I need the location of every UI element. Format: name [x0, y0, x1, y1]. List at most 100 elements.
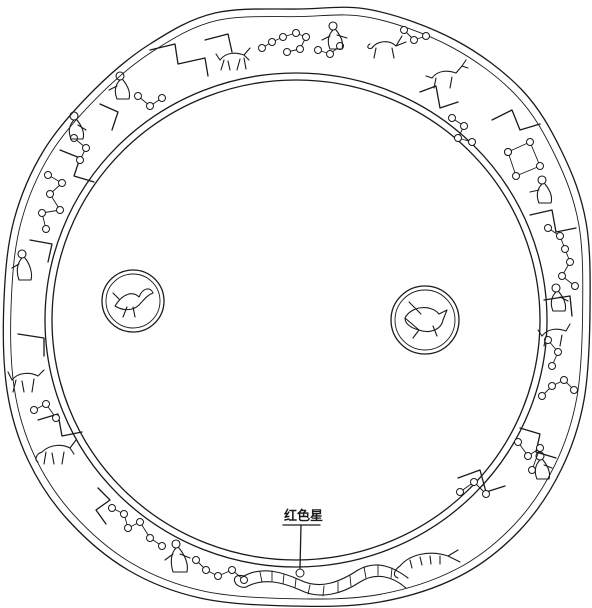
constellation-left-a	[39, 172, 66, 233]
constellation-upper-right-a	[449, 115, 476, 146]
annotation-label: 红色星	[284, 508, 323, 524]
toad-figure	[405, 302, 447, 338]
dragon-figure	[234, 565, 408, 596]
star	[31, 407, 38, 414]
star	[527, 139, 534, 146]
star	[461, 123, 468, 130]
star	[215, 573, 222, 580]
partition	[492, 110, 540, 130]
star	[241, 577, 248, 584]
star	[71, 135, 78, 142]
inner-ring-outer-line	[45, 73, 547, 567]
star	[469, 139, 476, 146]
dragon-scales	[260, 565, 392, 596]
star	[513, 173, 520, 180]
sun-disc	[102, 270, 164, 332]
star	[77, 157, 84, 164]
constellation-right-a	[545, 225, 579, 290]
star	[515, 439, 522, 446]
partition	[30, 240, 52, 262]
inner-ring	[45, 73, 547, 567]
partition	[530, 210, 576, 232]
star	[505, 149, 512, 156]
partition	[18, 334, 44, 356]
constellation-lower-right	[515, 439, 544, 474]
star	[411, 37, 418, 44]
constellation-line	[542, 380, 574, 396]
star	[43, 401, 50, 408]
partition	[60, 150, 94, 182]
constellation-right-b	[545, 337, 562, 370]
star	[125, 525, 132, 532]
golden-crow-figure	[113, 289, 153, 317]
star	[549, 363, 556, 370]
star	[121, 511, 128, 518]
human-figure	[165, 540, 190, 572]
partition	[38, 414, 82, 436]
star	[297, 46, 304, 53]
star	[293, 30, 300, 37]
star	[483, 491, 490, 498]
star	[109, 505, 116, 512]
star	[457, 489, 464, 496]
constellation-top	[259, 30, 310, 56]
star	[572, 283, 579, 290]
star	[57, 207, 64, 214]
star	[423, 33, 430, 40]
constellation-right-c	[539, 377, 578, 400]
constellation-upper-left	[135, 93, 166, 110]
constellation-line	[508, 142, 540, 176]
human-figure	[530, 176, 552, 203]
star	[401, 27, 408, 34]
star	[545, 225, 552, 232]
partition	[100, 104, 118, 130]
star	[59, 180, 66, 187]
deer-figure	[426, 60, 468, 88]
star	[471, 479, 478, 486]
star	[280, 34, 287, 41]
star	[537, 445, 544, 452]
star	[557, 233, 564, 240]
rabbit-figure	[368, 36, 406, 58]
star	[549, 383, 556, 390]
star	[455, 135, 462, 142]
partition	[205, 34, 232, 52]
star	[147, 103, 154, 110]
star	[159, 543, 166, 550]
star	[53, 415, 60, 422]
partition	[96, 488, 110, 524]
moon-disc	[391, 286, 459, 354]
horse-figure	[36, 440, 76, 464]
star	[229, 567, 236, 574]
star	[525, 453, 532, 460]
star	[39, 210, 46, 217]
star	[315, 47, 322, 54]
star	[529, 467, 536, 474]
star	[559, 273, 566, 280]
star	[83, 145, 90, 152]
star	[137, 519, 144, 526]
star	[284, 49, 291, 56]
constellation-line	[112, 508, 162, 546]
star	[45, 172, 52, 179]
star	[571, 387, 578, 394]
animal-figure	[538, 324, 570, 346]
constellation-upper-right-square	[505, 139, 544, 180]
star	[193, 557, 200, 564]
band-partitions	[18, 34, 576, 524]
star	[567, 259, 574, 266]
star	[555, 349, 562, 356]
annotation-pointer	[300, 525, 301, 568]
animal-figure	[216, 48, 250, 70]
partition	[544, 296, 572, 316]
sun-disc-outer	[102, 270, 164, 332]
star	[259, 45, 266, 52]
star	[203, 567, 210, 574]
star	[47, 191, 54, 198]
star	[303, 34, 310, 41]
star	[561, 377, 568, 384]
red-star	[296, 569, 304, 577]
star	[537, 163, 544, 170]
moon-disc-outer	[391, 286, 459, 354]
